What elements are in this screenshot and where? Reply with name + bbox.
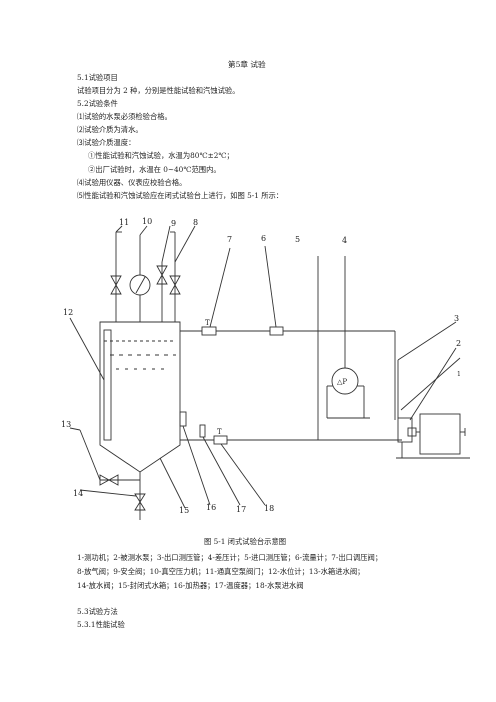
label-12: 12 <box>63 308 73 317</box>
label-17: 17 <box>236 505 246 514</box>
label-11: 11 <box>119 218 129 227</box>
figure-caption: 图 5-1 闭式试验台示意图 <box>204 537 287 546</box>
label-3: 3 <box>454 314 459 323</box>
flow-symbol-inlet: T <box>217 428 222 436</box>
water-level-gauge <box>103 329 112 441</box>
tank-inlet-valve <box>99 474 119 486</box>
label-15: 15 <box>179 506 189 515</box>
pump-under-test <box>397 417 413 443</box>
label-9: 9 <box>171 219 176 228</box>
vacuum-pressure-gauge <box>129 274 151 296</box>
section-5-1-heading: 5.1试验项目 <box>77 73 118 82</box>
dp-symbol: △P <box>337 378 347 386</box>
vent-valve <box>169 275 181 295</box>
label-18: 18 <box>264 504 274 513</box>
section-5-3-heading: 5.3试验方法 <box>77 607 118 616</box>
sealed-water-tank <box>99 321 181 473</box>
label-10: 10 <box>142 217 152 226</box>
label-13: 13 <box>61 420 71 429</box>
vacuum-pump-valve <box>110 275 122 295</box>
section-5-1-text: 试验项目分为 2 种，分别是性能试验和汽蚀试验。 <box>77 86 240 95</box>
heater <box>179 411 187 427</box>
label-7: 7 <box>227 235 232 244</box>
pump-inlet-valve <box>213 435 228 445</box>
legend-line-2: 8-放气阀；9-安全阀；10-真空压力机；11-通真空泵阀门；12-水位计；13… <box>77 567 365 576</box>
label-4: 4 <box>342 236 347 245</box>
label-14: 14 <box>73 489 83 498</box>
condition-item-5: ⑸性能试验和汽蚀试验应在闭式试验台上进行，如图 5-1 所示： <box>77 191 284 200</box>
flowmeter <box>269 326 284 336</box>
condition-item-2: ⑵试验介质为清水。 <box>77 125 143 134</box>
label-6: 6 <box>261 234 266 243</box>
drain-valve <box>134 493 146 511</box>
legend-line-3: 14-放水阀；15-封闭式水箱；16-加热器；17-温度器；18-水泵进水阀 <box>77 581 304 590</box>
chapter-title: 第5章 试验 <box>228 60 266 69</box>
thermometer <box>199 424 206 438</box>
condition-item-1: ⑴试验的水泵必须检验合格。 <box>77 112 172 121</box>
section-5-2-heading: 5.2试验条件 <box>77 99 118 108</box>
label-16: 16 <box>206 503 216 512</box>
condition-item-4: ⑷试验用仪器、仪表应校验合格。 <box>77 178 187 187</box>
section-5-3-1-heading: 5.3.1性能试验 <box>77 620 125 629</box>
condition-item-3: ⑶试验介质温度： <box>77 138 136 147</box>
condition-item-3b: ②出厂试验时，水温在 0~40℃范围内。 <box>88 165 221 174</box>
safety-valve <box>156 265 168 285</box>
legend-line-1: 1-测功机；2-被测水泵；3-出口测压管；4-差压计；5-进口测压管；6-流量计… <box>77 553 383 562</box>
label-5: 5 <box>295 235 300 244</box>
flow-symbol-outlet: T <box>205 319 210 327</box>
label-1: 1 <box>457 371 461 378</box>
label-2: 2 <box>456 339 461 348</box>
outlet-regulating-valve <box>201 326 217 336</box>
label-8: 8 <box>193 218 198 227</box>
diagram-labels: 11 10 9 8 7 6 5 4 3 2 1 12 13 14 15 16 1… <box>61 217 461 515</box>
condition-item-3a: ①性能试验和汽蚀试验，水温为80℃±2℃； <box>88 151 234 160</box>
dynamometer <box>419 413 461 455</box>
